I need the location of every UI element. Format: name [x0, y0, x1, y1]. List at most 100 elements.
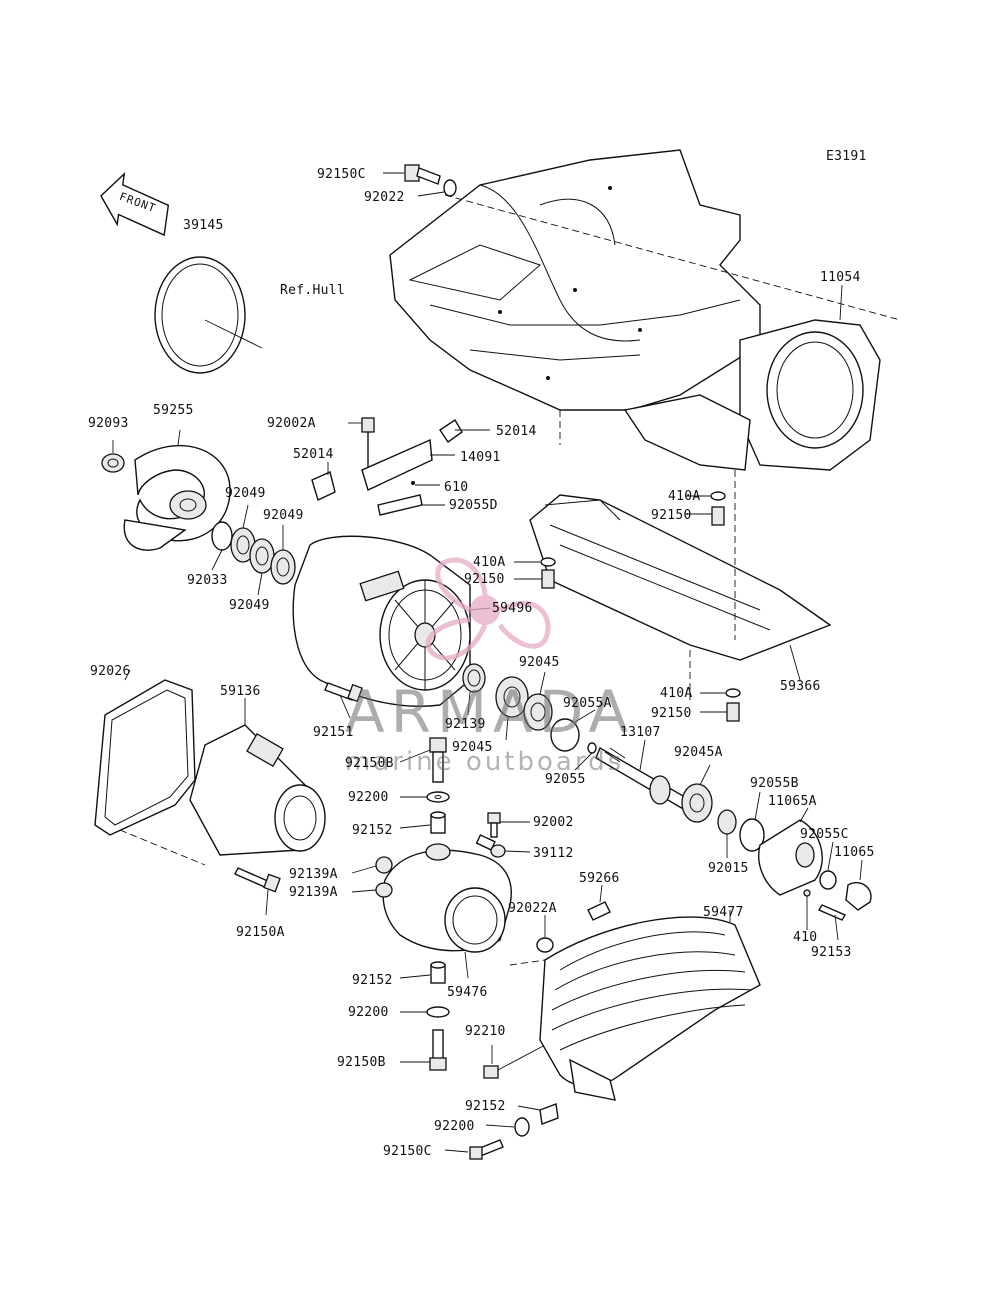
impeller-59255 [123, 429, 231, 551]
cap-11065A [758, 807, 872, 911]
label-92150B-b: 92150B [337, 1055, 386, 1070]
washer-92022A-and-59266 [536, 884, 611, 953]
pump-housing-59496 [292, 535, 491, 707]
label-92150A: 92150A [236, 925, 285, 940]
label-92055B: 92055B [750, 776, 799, 791]
label-92150C-top: 92150C [317, 167, 366, 182]
label-92200-c: 92200 [434, 1119, 475, 1134]
label-92139A-a: 92139A [289, 867, 338, 882]
watermark-logo: ARMADA marine outboards [345, 557, 634, 777]
bolt-92002-and-39112 [475, 812, 531, 858]
label-11065: 11065 [834, 845, 875, 860]
label-410A-b: 410A [473, 555, 506, 570]
label-ref-hull: Ref.Hull [280, 283, 345, 298]
bushing-92139A [351, 856, 393, 898]
label-92093: 92093 [88, 416, 129, 431]
label-410A-c: 410A [660, 686, 693, 701]
label-92150C-bottom: 92150C [383, 1144, 432, 1159]
cable-bracket-14091 [311, 417, 490, 516]
label-59476: 59476 [447, 985, 488, 1000]
label-92002: 92002 [533, 815, 574, 830]
label-410A-a: 410A [668, 489, 701, 504]
label-92150-c: 92150 [651, 706, 692, 721]
reverse-bucket-59477 [509, 910, 761, 1101]
pin-410-and-bolt-92153 [803, 889, 847, 941]
nut-92093 [101, 440, 125, 473]
label-92026: 92026 [90, 664, 131, 679]
shaft-13107 [595, 739, 691, 811]
label-39112: 39112 [533, 846, 574, 861]
label-52014-right: 52014 [496, 424, 537, 439]
bolt-92151 [324, 682, 363, 719]
label-59496: 59496 [492, 601, 533, 616]
label-610: 610 [444, 480, 468, 495]
label-59255: 59255 [153, 403, 194, 418]
label-59266: 59266 [579, 871, 620, 886]
label-92045-b: 92045 [452, 740, 493, 755]
label-92150B-a: 92150B [345, 756, 394, 771]
label-92139A-b: 92139A [289, 885, 338, 900]
label-92200-a: 92200 [348, 790, 389, 805]
label-92002A: 92002A [267, 416, 316, 431]
o-rings-92055 [550, 709, 597, 771]
bearing-92045A [681, 764, 765, 858]
label-92033: 92033 [187, 573, 228, 588]
label-92015: 92015 [708, 861, 749, 876]
label-92150-a: 92150 [651, 508, 692, 523]
bushing-92139 [462, 663, 486, 716]
bolt-92150C-and-washer-92022 [383, 164, 457, 197]
label-59136: 59136 [220, 684, 261, 699]
bolt-92150B-lower [400, 1029, 447, 1071]
label-92210: 92210 [465, 1024, 506, 1039]
label-92022-top: 92022 [364, 190, 405, 205]
nozzle-59136 [119, 698, 326, 866]
watermark-tagline: marine outboards [345, 747, 624, 777]
label-92049-c: 92049 [229, 598, 270, 613]
bolt-92150B-upper [399, 737, 447, 783]
label-11065A: 11065A [768, 794, 817, 809]
washer-92200-middle [400, 1006, 450, 1018]
steering-nozzle-59476 [382, 843, 512, 979]
label-11054: 11054 [820, 270, 861, 285]
seal-rings-92049 [211, 504, 296, 596]
label-59477: 59477 [703, 905, 744, 920]
front-direction-arrow: FRONT [100, 172, 170, 237]
label-92049-b: 92049 [263, 508, 304, 523]
label-92055D: 92055D [449, 498, 498, 513]
gasket-92026 [94, 669, 196, 836]
watermark-brand: ARMADA [345, 678, 634, 746]
fasteners-410A-92150 [514, 491, 741, 722]
label-59366: 59366 [780, 679, 821, 694]
label-92200-b: 92200 [348, 1005, 389, 1020]
label-92152-b: 92152 [352, 973, 393, 988]
collar-92152-middle [399, 961, 446, 984]
bottom-fasteners [444, 1044, 559, 1160]
bearing-92045 [495, 671, 553, 741]
washer-92200-upper [400, 791, 450, 803]
label-92151: 92151 [313, 725, 354, 740]
label-92049-a: 92049 [225, 486, 266, 501]
label-92150-b: 92150 [464, 572, 505, 587]
label-92045-a: 92045 [519, 655, 560, 670]
label-410: 410 [793, 930, 817, 945]
label-52014-left: 52014 [293, 447, 334, 462]
label-92139: 92139 [445, 717, 486, 732]
diagram-code: E3191 [826, 149, 867, 164]
label-92055C: 92055C [800, 827, 849, 842]
label-92045A: 92045A [674, 745, 723, 760]
label-92055: 92055 [545, 772, 586, 787]
part-labels: E3191 92150C 92022 39145 Ref.Hull 11054 … [88, 149, 875, 1159]
bolt-92150A [234, 867, 281, 916]
label-92152-a: 92152 [352, 823, 393, 838]
intake-housing-11054 [623, 284, 881, 640]
label-14091: 14091 [460, 450, 501, 465]
label-92055A: 92055A [563, 696, 612, 711]
label-92152-c: 92152 [465, 1099, 506, 1114]
label-13107: 13107 [620, 725, 661, 740]
ring-39145 [154, 256, 263, 374]
collar-92152-upper [399, 811, 446, 834]
intake-grate-59366 [529, 494, 832, 700]
label-92022A: 92022A [508, 901, 557, 916]
